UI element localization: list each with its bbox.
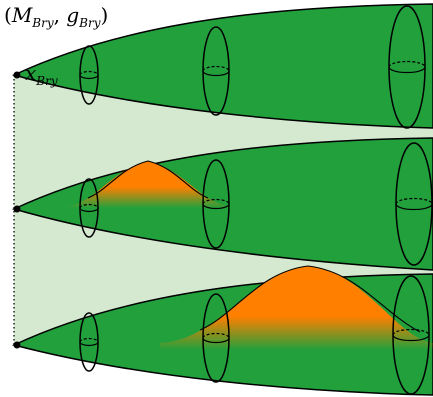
horn-middle-ring-3-front: [395, 203, 433, 211]
horn-middle-tip-point: [13, 205, 21, 213]
horn-bottom-ring-3-back: [392, 328, 430, 336]
top-label-comma: ,: [54, 3, 67, 27]
horn-top-body: [11, 3, 433, 129]
point-label: xBry: [25, 61, 58, 88]
horn-bottom-ring-3-front: [392, 334, 430, 342]
horn-top: [11, 3, 433, 129]
wave-packet-large-outline: [199, 265, 421, 333]
horn-middle-ring-2-back: [202, 198, 230, 205]
horn-middle-ring-1-back: [79, 203, 99, 209]
top-label-open: (: [4, 3, 12, 27]
horn-middle: [11, 137, 433, 271]
top-label-M-sub: Bry: [31, 16, 54, 30]
top-label-close: ): [101, 3, 109, 27]
horn-bottom-ring-1-front: [79, 341, 99, 347]
horn-top-tip-point: [13, 71, 21, 79]
top-label-M: M: [11, 3, 33, 27]
horn-bottom: [11, 265, 433, 396]
horn-bottom-ring-2-back: [202, 332, 230, 339]
point-label-x: x: [25, 61, 36, 85]
wave-packet-small-outline: [87, 160, 209, 199]
horn-top-ring-3-front: [388, 66, 426, 74]
horn-top-ring-1-front: [79, 74, 99, 80]
horn-top-ring-2-back: [202, 65, 230, 72]
point-label-x-sub: Bry: [35, 74, 58, 88]
horn-middle-ring-3-back: [395, 197, 433, 205]
top-label: (MBry, gBry): [4, 3, 108, 30]
horn-middle-ring-1-front: [79, 207, 99, 213]
top-label-g: g: [66, 3, 79, 27]
horn-bottom-tip-point: [13, 341, 21, 349]
horn-middle-ring-2-front: [202, 203, 230, 210]
horn-top-ring-2-front: [202, 70, 230, 77]
top-label-g-sub: Bry: [78, 16, 101, 30]
horn-top-ring-3-back: [388, 60, 426, 68]
horn-bottom-ring-2-front: [202, 337, 230, 344]
wave-packet-small: [60, 161, 240, 208]
horn-bottom-ring-1-back: [79, 337, 99, 343]
horn-top-ring-1-back: [79, 70, 99, 76]
